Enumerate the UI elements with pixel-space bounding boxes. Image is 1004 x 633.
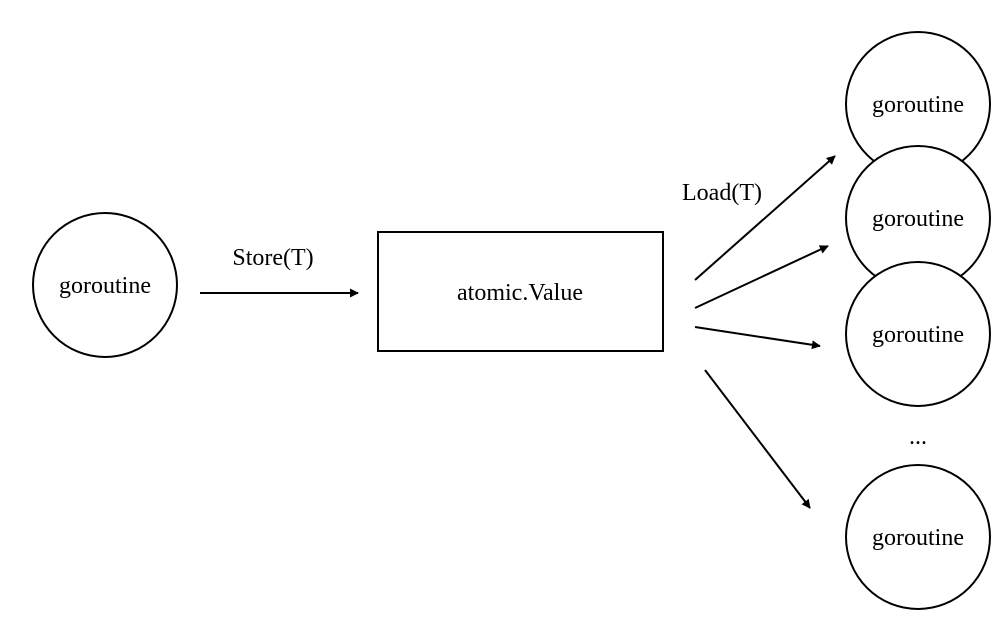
reader-goroutine-circle — [845, 464, 991, 610]
writer-goroutine-circle — [32, 212, 178, 358]
store-label: Store(T) — [232, 245, 313, 271]
load-arrow-1 — [694, 155, 836, 281]
reader-goroutine-node-2: goroutine — [845, 145, 991, 291]
store-edge: Store(T) — [200, 245, 359, 298]
atomic-value-node: atomic.Value — [377, 231, 664, 352]
writer-goroutine-node: goroutine — [32, 212, 178, 358]
reader-goroutine-label: goroutine — [872, 92, 964, 118]
reader-goroutine-label: goroutine — [872, 322, 964, 348]
atomic-value-box — [377, 231, 664, 352]
atomic-value-label: atomic.Value — [457, 280, 583, 306]
ellipsis-label: ... — [909, 424, 927, 450]
reader-goroutine-label: goroutine — [872, 525, 964, 551]
writer-goroutine-label: goroutine — [59, 273, 151, 299]
reader-goroutine-label: goroutine — [872, 206, 964, 232]
load-arrow-4 — [704, 369, 811, 509]
reader-goroutine-node-3: goroutine — [845, 261, 991, 407]
load-arrow-3 — [694, 326, 821, 350]
load-label: Load(T) — [682, 180, 762, 206]
load-arrow-2 — [694, 245, 829, 309]
reader-goroutine-node-4: goroutine — [845, 464, 991, 610]
reader-goroutine-circle — [845, 261, 991, 407]
